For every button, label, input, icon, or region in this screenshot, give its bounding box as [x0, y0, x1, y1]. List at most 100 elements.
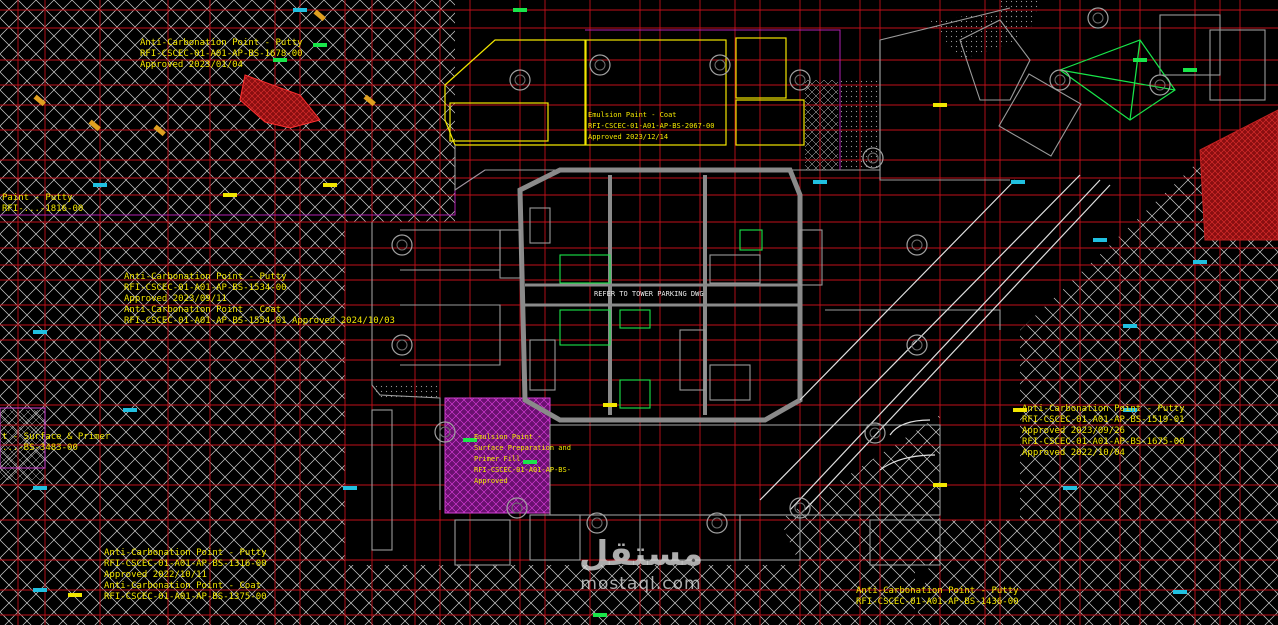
annotation-tag — [68, 593, 82, 597]
column-marker — [1149, 74, 1171, 96]
planting-northeast — [930, 10, 1020, 60]
planting-east — [840, 80, 880, 170]
note-line: RFI-CSCEC-01-A01-AP-BS-1436-00 — [856, 597, 1019, 607]
annotation-tag — [1173, 590, 1187, 594]
lift-c — [619, 309, 651, 329]
hatched-area-top-left — [0, 0, 455, 222]
column-marker-inner — [867, 152, 879, 164]
note-line: Surface Preparation and — [474, 444, 571, 452]
column-marker — [391, 234, 413, 256]
note-line: RFI-CSCEC-01-A01-AP-BS-1519-01 — [1022, 415, 1185, 425]
stair-core-a — [619, 379, 651, 409]
note-line: Anti-Carbonation Point - Putty — [1022, 404, 1185, 414]
column-marker-inner — [794, 502, 806, 514]
yellow-room-4 — [735, 37, 787, 99]
wall-east-b — [825, 309, 1001, 330]
note-line: RFI-CSCEC-01-A01-AP-BS-1375-00 — [104, 592, 267, 602]
annotation-tag-orange — [33, 94, 46, 107]
planting-zones — [372, 0, 1040, 398]
column-marker — [391, 334, 413, 356]
annotation-tag — [1011, 180, 1025, 184]
note-line: Approved 2022/10/11 — [104, 570, 207, 580]
column-marker — [1087, 7, 1109, 29]
yellow-room-5 — [735, 99, 805, 146]
column-marker-inner — [1054, 74, 1066, 86]
room-south-c — [739, 514, 801, 561]
annotation-tag — [33, 486, 47, 490]
room-northeast-b — [1159, 14, 1221, 76]
note-line: Approved 2023/01/04 — [140, 60, 243, 70]
planting-corner — [1000, 0, 1040, 30]
stalls-south — [454, 519, 511, 566]
annotation-tag — [93, 183, 107, 187]
annotation-tag — [463, 438, 477, 442]
watermark-arabic: مستقل — [578, 534, 704, 574]
purple-zone-center — [444, 397, 551, 514]
annotation-tag — [1123, 408, 1137, 412]
note-line: Primer Fill — [474, 455, 521, 463]
annotation-tag — [33, 588, 47, 592]
room-west-a — [400, 229, 501, 271]
column-marker-inner — [396, 239, 408, 251]
note-line: Approved 2023/09/26 — [1022, 426, 1125, 436]
column-marker — [706, 512, 728, 534]
column-markers — [391, 7, 1171, 534]
note-line: RFI-CSCEC-01-A01-AP-BS-2067-00 — [588, 122, 715, 130]
note-line: Anti-Carbonation Point - Putty — [140, 38, 303, 48]
note-line: Anti-Carbonation Point - Coat — [124, 305, 282, 315]
annotation-tag — [933, 103, 947, 107]
column-marker-inner — [594, 59, 606, 71]
note-line: Emulsion Paint - — [474, 433, 542, 441]
wall-north — [454, 7, 1011, 192]
note-line: RFI-CSCEC-01-A01-AP-BS-1316-00 — [104, 559, 267, 569]
annotation-tag — [313, 43, 327, 47]
column-marker-inner — [439, 426, 451, 438]
column-marker-inner — [714, 59, 726, 71]
note-line: RFI-CSCEC-01-A01-AP-BS-1554-01 Approved … — [124, 316, 395, 326]
column-marker — [789, 69, 811, 91]
annotation-tag — [223, 193, 237, 197]
annotation-tag — [293, 8, 307, 12]
column-marker-inner — [794, 74, 806, 86]
ramp-line-2 — [804, 184, 1111, 511]
column-marker-inner — [869, 427, 881, 439]
lift-a — [559, 254, 611, 284]
annotation-tag-orange — [153, 124, 166, 137]
column-marker-inner — [591, 517, 603, 529]
annotation-tag — [523, 460, 537, 464]
annotation-tag — [1013, 408, 1027, 412]
yellow-room-outlines — [444, 37, 805, 146]
center-label: REFER TO TOWER PARKING DWG — [594, 290, 704, 298]
room-northeast — [998, 73, 1082, 157]
ramp-lines — [759, 39, 1176, 511]
column-marker-inner — [511, 502, 523, 514]
room-south-d — [869, 519, 941, 566]
column-marker-inner — [1092, 12, 1104, 24]
column-marker — [586, 512, 608, 534]
column-marker — [1049, 69, 1071, 91]
room-core-i — [679, 329, 706, 391]
room-core-f — [529, 207, 551, 244]
annotation-tag — [933, 483, 947, 487]
note-line: Anti-Carbonation Point - Putty — [856, 586, 1019, 596]
ramp-curve-2 — [879, 454, 936, 471]
annotation-tag — [603, 403, 617, 407]
column-marker — [906, 234, 928, 256]
annotation-tag — [1133, 58, 1147, 62]
annotation-tag — [273, 58, 287, 62]
room-core-g — [499, 229, 521, 279]
column-marker — [509, 69, 531, 91]
note-line: Approved 2023/09/11 — [124, 294, 227, 304]
note-line: Anti-Carbonation Point - Coat — [104, 581, 262, 591]
stalls-west — [371, 409, 393, 551]
note-line: t - Surface & Primer — [2, 432, 111, 442]
watermark-latin: mostaql.com — [580, 574, 702, 594]
annotation-tag — [323, 183, 337, 187]
column-marker-inner — [911, 339, 923, 351]
note-line: RFI-CSCEC-01-A01-AP-BS-1675-00 — [1022, 437, 1185, 447]
column-marker — [506, 497, 528, 519]
